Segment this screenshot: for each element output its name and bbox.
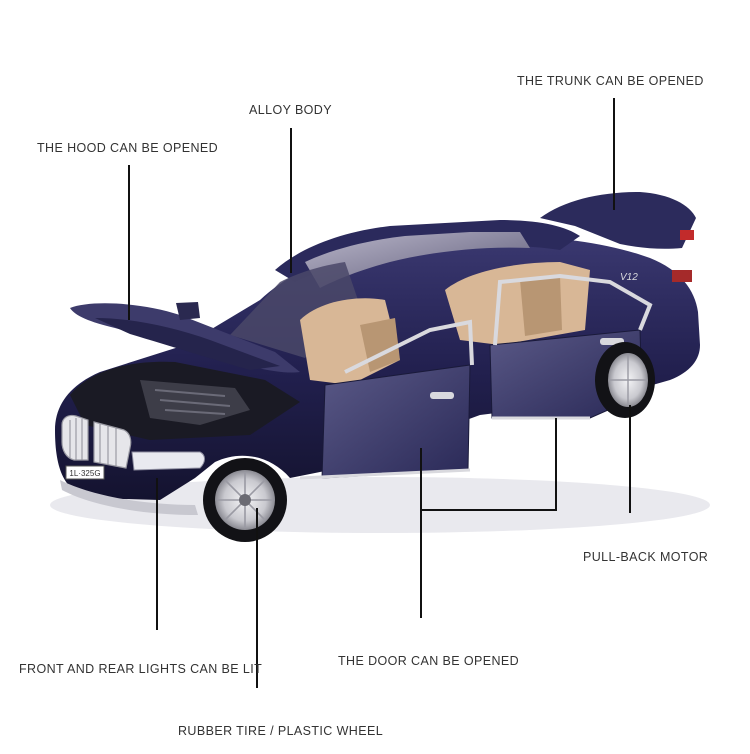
front-door-handle [430,392,454,399]
rear-tail-light [672,270,692,282]
leader-trunk [613,98,615,210]
front-door-window-frame [344,319,474,374]
leader-lights [156,478,158,630]
leader-tire [256,508,258,688]
front-bumper [60,480,198,515]
tail-light [680,230,694,240]
license-plate-text: 1L·325G [69,469,100,478]
label-tire: RUBBER TIRE / PLASTIC WHEEL [178,724,384,738]
front-door-open [321,364,471,479]
hood-underside [95,318,280,370]
leader-door-horizontal [420,509,557,511]
label-alloy-body: ALLOY BODY [249,103,332,117]
side-mirror [176,302,200,320]
rear-door-window-frame [493,273,653,346]
v12-badge: V12 [620,272,638,283]
sunroof-glass [305,232,530,288]
leader-door-rear-vertical [555,418,557,511]
kidney-grille-right [93,421,132,469]
label-hood: THE HOOD CAN BE OPENED [37,141,219,155]
license-plate [65,465,105,480]
label-pull-back-motor: PULL-BACK MOTOR [583,550,709,564]
kidney-grille-left [61,414,89,461]
headlight [131,451,205,471]
open-trunk-lid [540,192,696,249]
label-door: THE DOOR CAN BE OPENED [338,654,520,668]
side-trim [299,416,590,480]
label-trunk: THE TRUNK CAN BE OPENED [517,74,704,88]
leader-motor [629,405,631,513]
label-lights: FRONT AND REAR LIGHTS CAN BE LIT [19,662,263,676]
seat-detail-rear [520,276,562,336]
leader-door-vertical [420,448,422,618]
leader-hood [128,165,130,320]
leader-alloy [290,128,292,273]
